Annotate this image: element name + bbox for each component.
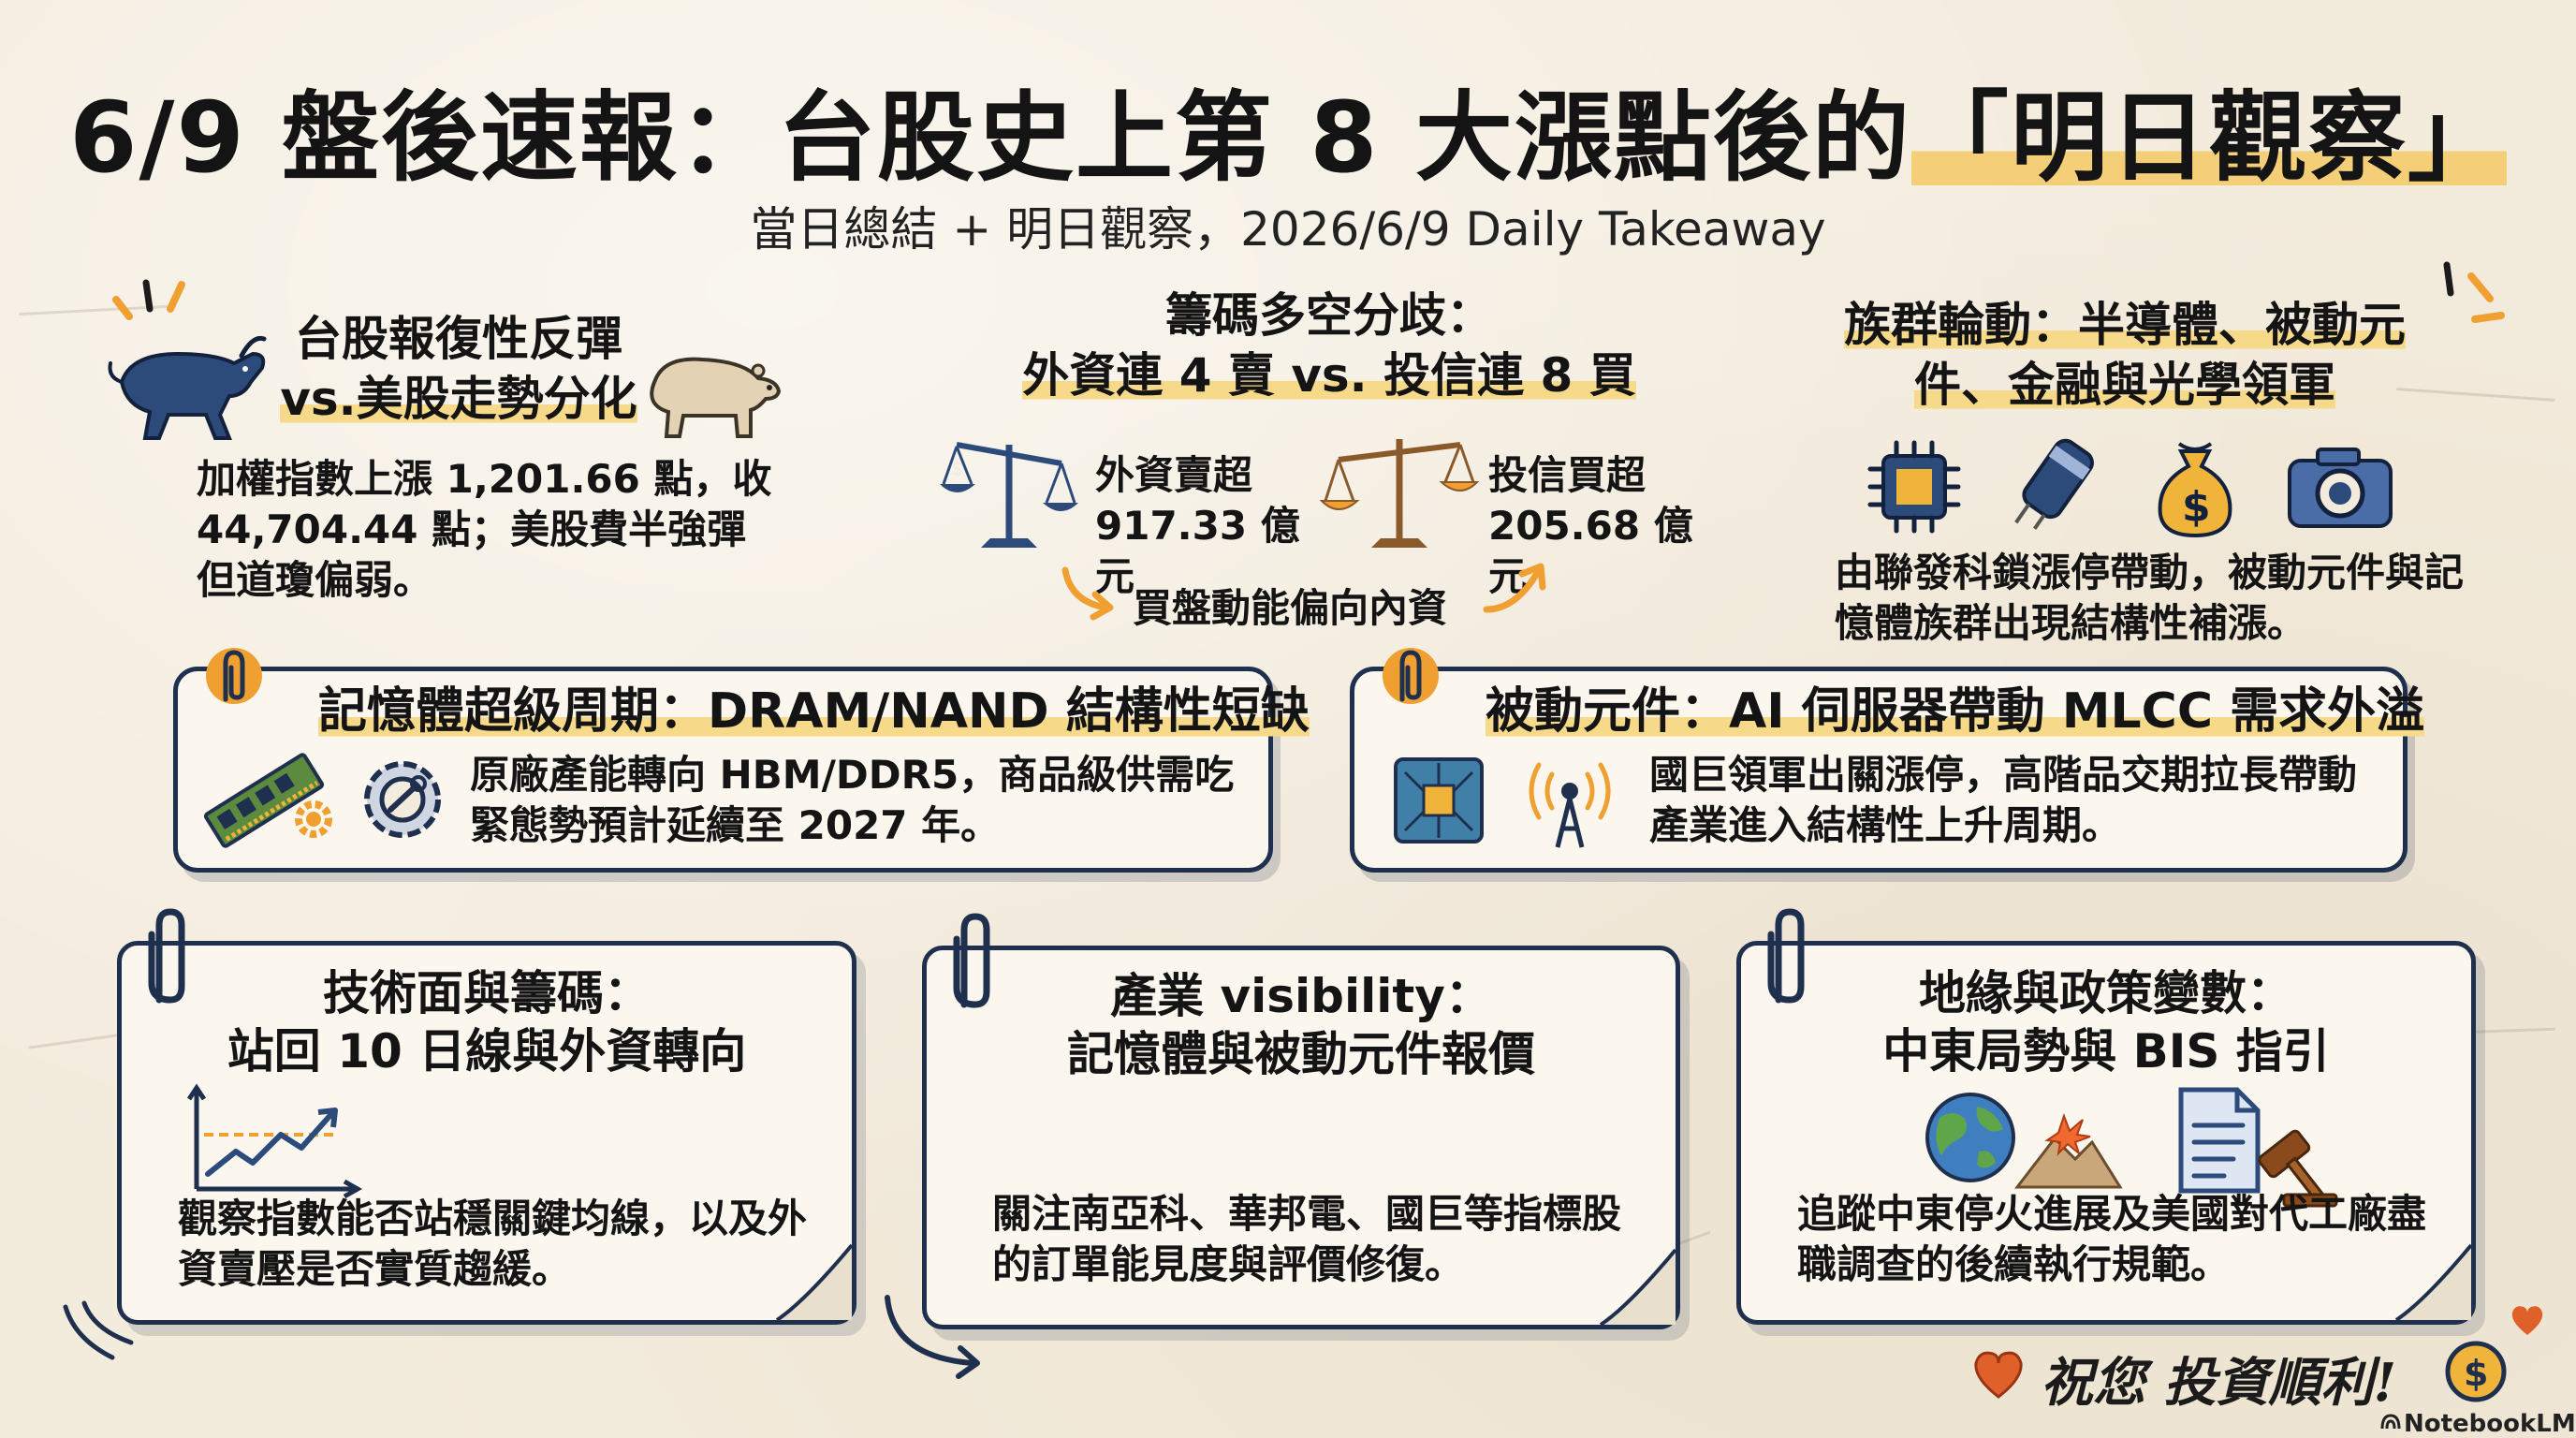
market-summary: 台股報復性反彈 vs.美股走勢分化 加權指數上漲 1,201.66 點，收 44… <box>103 253 814 627</box>
gear-icon <box>364 761 441 838</box>
bear-icon <box>650 357 782 438</box>
motion-lines-icon <box>63 1300 134 1360</box>
passive-body: 國巨領軍出關漲停，高階品交期拉長帶動產業進入結構性上升周期。 <box>1649 752 2358 848</box>
sectors-heading-line1: 族群輪動：半導體、被動元 <box>1844 298 2406 352</box>
coin-icon: $ <box>2445 1341 2507 1402</box>
brand-label: NotebookLM <box>2404 1410 2576 1438</box>
arrow-up-right-icon <box>1483 563 1546 613</box>
svg-text:$: $ <box>2464 1353 2488 1394</box>
technical-note: 技術面與籌碼： 站回 10 日線與外資轉向 觀察指數能否站穩關鍵均線，以及外資賣… <box>117 908 856 1325</box>
foreign-sell-label: 外資賣超 <box>1095 452 1253 498</box>
passive-card: 被動元件：AI 伺服器帶動 MLCC 需求外溢 國巨領軍出關漲停，高階品交期拉長… <box>1350 648 2425 873</box>
page-curl-icon <box>2394 1243 2473 1322</box>
svg-text:$: $ <box>2182 483 2211 531</box>
antenna-icon <box>1529 762 1611 848</box>
technical-body: 觀察指數能否站穩關鍵均線，以及外資賣壓是否實質趨緩。 <box>178 1196 808 1292</box>
sparkle-icon <box>112 279 185 320</box>
sectors-heading-line2: 件、金融與光學領軍 <box>1914 358 2335 412</box>
technical-heading: 技術面與籌碼： 站回 10 日線與外資轉向 <box>122 964 852 1080</box>
bull-icon <box>108 335 267 440</box>
page-curl-icon <box>775 1243 854 1322</box>
memory-heading-text: 記憶體超級周期：DRAM/NAND 結構性短缺 <box>318 683 1310 740</box>
foreign-sell-value: 917.33 億元 <box>1095 503 1300 599</box>
capacitor-icon <box>2014 438 2094 530</box>
chips-heading: 籌碼多空分歧： 外資連 4 賣 vs. 投信連 8 買 <box>927 286 1732 405</box>
paperclip-icon <box>953 913 990 1008</box>
flow-note: 買盤動能偏向內資 <box>1133 585 1448 631</box>
geopolitics-heading-line2: 中東局勢與 BIS 指引 <box>1882 1024 2330 1078</box>
chips-summary: 籌碼多空分歧： 外資連 4 賣 vs. 投信連 8 買 $ 外資賣超 917.3… <box>927 286 1732 641</box>
memory-card: 記憶體超級周期：DRAM/NAND 結構性短缺 原廠產能轉向 HBM/DDR5，… <box>173 648 1310 873</box>
technical-heading-line1: 技術面與籌碼： <box>323 966 651 1020</box>
market-heading-line2: vs.美股走勢分化 <box>280 372 637 426</box>
industry-heading-line2: 記憶體與被動元件報價 <box>1067 1027 1535 1081</box>
globe-icon <box>1925 1093 2015 1182</box>
scale-icon-foreign: $ <box>940 442 1078 548</box>
paper-crease <box>28 1032 131 1049</box>
money-bag-icon: $ <box>2158 442 2232 538</box>
trend-chart-icon <box>186 1083 363 1199</box>
chips-heading-line1: 籌碼多空分歧： <box>1165 288 1493 343</box>
title-highlight: 「明日觀察」 <box>1910 81 2507 195</box>
gavel-icon <box>2258 1129 2338 1208</box>
small-gear-icon <box>295 800 332 838</box>
page-subtitle: 當日總結 + 明日觀察，2026/6/9 Daily Takeaway <box>750 202 1826 257</box>
title-main: 6/9 盤後速報：台股史上第 8 大漲點後的 <box>69 81 1911 195</box>
camera-icon <box>2288 448 2393 528</box>
paperclip-icon <box>148 908 185 1004</box>
trust-buy: 投信買超 205.68 億元 <box>1488 450 1732 602</box>
industry-note: 產業 visibility： 記憶體與被動元件報價 關注南亞科、華邦電、國巨等指… <box>922 913 1680 1329</box>
sparkle-icon <box>2443 261 2505 323</box>
memory-heading: 記憶體超級周期：DRAM/NAND 結構性短缺 <box>318 681 1310 742</box>
page-title: 6/9 盤後速報：台股史上第 8 大漲點後的「明日觀察」 <box>0 58 2576 199</box>
chip-icon <box>1867 440 1961 534</box>
trust-buy-value: 205.68 億元 <box>1488 503 1693 599</box>
geopolitics-heading-line1: 地緣與政策變數： <box>1919 966 2293 1020</box>
server-chip-icon <box>1394 757 1484 844</box>
memory-body: 原廠產能轉向 HBM/DDR5，商品級供需吃緊態勢預計延續至 2027 年。 <box>470 752 1235 848</box>
heart-icon <box>1974 1351 2023 1399</box>
paperclip-icon <box>1767 908 1805 1004</box>
industry-heading: 產業 visibility： 記憶體與被動元件報價 <box>927 967 1676 1083</box>
technical-heading-line2: 站回 10 日線與外資轉向 <box>227 1024 747 1078</box>
arrow-down-right-icon <box>1061 566 1114 621</box>
small-heart-icon <box>2511 1306 2543 1335</box>
industry-heading-line1: 產業 visibility： <box>1110 969 1492 1023</box>
market-body: 加權指數上漲 1,201.66 點，收 44,704.44 點；美股費半強彈但道… <box>197 456 772 603</box>
notebooklm-logo-icon <box>2380 1414 2401 1430</box>
blessing-text: 祝您 投資順利! <box>2041 1352 2397 1414</box>
passive-heading: 被動元件：AI 伺服器帶動 MLCC 需求外溢 <box>1486 681 2425 742</box>
market-heading: 台股報復性反彈 vs.美股走勢分化 <box>243 309 674 429</box>
scale-icon-trust <box>1319 439 1480 548</box>
market-heading-line1: 台股報復性反彈 <box>295 312 622 366</box>
sectors-body: 由聯發科鎖漲停帶動，被動元件與記憶體族群出現結構性補漲。 <box>1835 550 2465 646</box>
foreign-sell: 外資賣超 917.33 億元 <box>1095 450 1320 602</box>
trust-buy-label: 投信買超 <box>1488 452 1647 498</box>
industry-body: 關注南亞科、華邦電、國巨等指標股的訂單能見度與評價修復。 <box>992 1191 1622 1287</box>
sectors-summary: 族群輪動：半導體、被動元 件、金融與光學領軍 $ 由聯發科鎖漲停帶動， <box>1807 248 2518 651</box>
chips-heading-line2: 外資連 4 賣 vs. 投信連 8 買 <box>1022 348 1636 403</box>
geopolitics-note: 地緣與政策變數： 中東局勢與 BIS 指引 追蹤中東停火進展及美國對代工廠盡職調… <box>1736 908 2476 1325</box>
pin-icon <box>1383 648 1439 704</box>
ram-icon <box>203 753 325 848</box>
passive-heading-text: 被動元件：AI 伺服器帶動 MLCC 需求外溢 <box>1486 683 2425 740</box>
svg-text:$: $ <box>951 457 963 479</box>
page-curl-icon <box>1599 1248 1677 1327</box>
pin-icon <box>206 648 262 704</box>
sectors-heading: 族群輪動：半導體、被動元 件、金融與光學領軍 <box>1807 295 2443 415</box>
geopolitics-body: 追蹤中東停火進展及美國對代工廠盡職調查的後續執行規範。 <box>1797 1191 2427 1287</box>
conflict-explosion-icon <box>2013 1113 2123 1189</box>
geopolitics-heading: 地緣與政策變數： 中東局勢與 BIS 指引 <box>1741 964 2471 1080</box>
curved-arrow-icon <box>885 1295 980 1379</box>
document-icon <box>2178 1087 2261 1194</box>
